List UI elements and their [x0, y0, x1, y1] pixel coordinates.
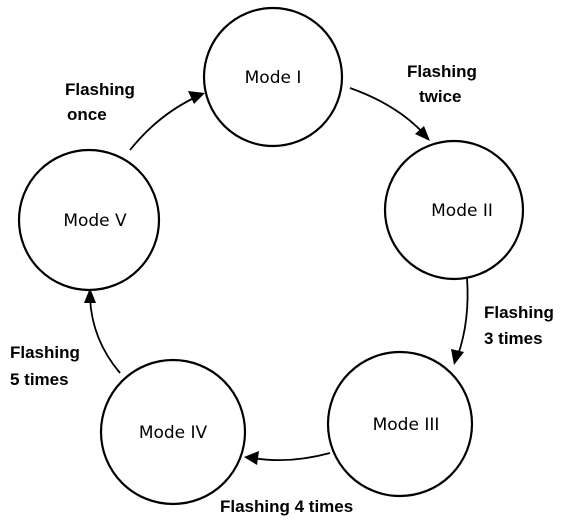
edge-path [129, 96, 197, 151]
node-circle [326, 350, 474, 498]
edge-path [457, 277, 469, 356]
edge-mode2-to-mode3: Flashing 3 times [451, 277, 559, 365]
edge-label: Flashing 3 times [484, 303, 559, 348]
arrowhead-icon [451, 349, 464, 365]
node-label: Mode I [245, 68, 302, 88]
node-circle [383, 139, 525, 281]
arrowhead-icon [244, 451, 259, 465]
node-label: Mode III [373, 415, 440, 435]
node-circle [202, 6, 344, 148]
edge-label: Flashing 4 times [220, 497, 353, 516]
arrowhead-icon [188, 91, 205, 104]
node-mode-1: Mode I [202, 6, 344, 148]
node-label: Mode IV [139, 423, 208, 443]
edge-mode5-to-mode1: Flashing once [65, 80, 205, 151]
edge-mode4-to-mode5: Flashing 5 times [10, 288, 121, 389]
arrowhead-icon [415, 126, 430, 141]
edge-path [349, 87, 426, 136]
edge-label: Flashing twice [407, 62, 482, 106]
node-label: Mode II [431, 201, 493, 221]
edge-label: Flashing once [65, 80, 140, 124]
node-circle [17, 148, 161, 292]
edge-path [89, 297, 121, 374]
edge-label: Flashing 5 times [10, 343, 85, 389]
node-mode-5: Mode V [17, 148, 161, 292]
node-mode-3: Mode III [326, 350, 474, 498]
node-mode-2: Mode II [383, 139, 525, 281]
edge-path [252, 452, 331, 462]
edge-mode3-to-mode4: Flashing 4 times [220, 451, 353, 516]
node-circle [99, 358, 247, 506]
arrowhead-icon [84, 288, 96, 303]
edge-mode1-to-mode2: Flashing twice [349, 62, 482, 141]
node-mode-4: Mode IV [99, 358, 247, 506]
node-label: Mode V [63, 211, 127, 231]
